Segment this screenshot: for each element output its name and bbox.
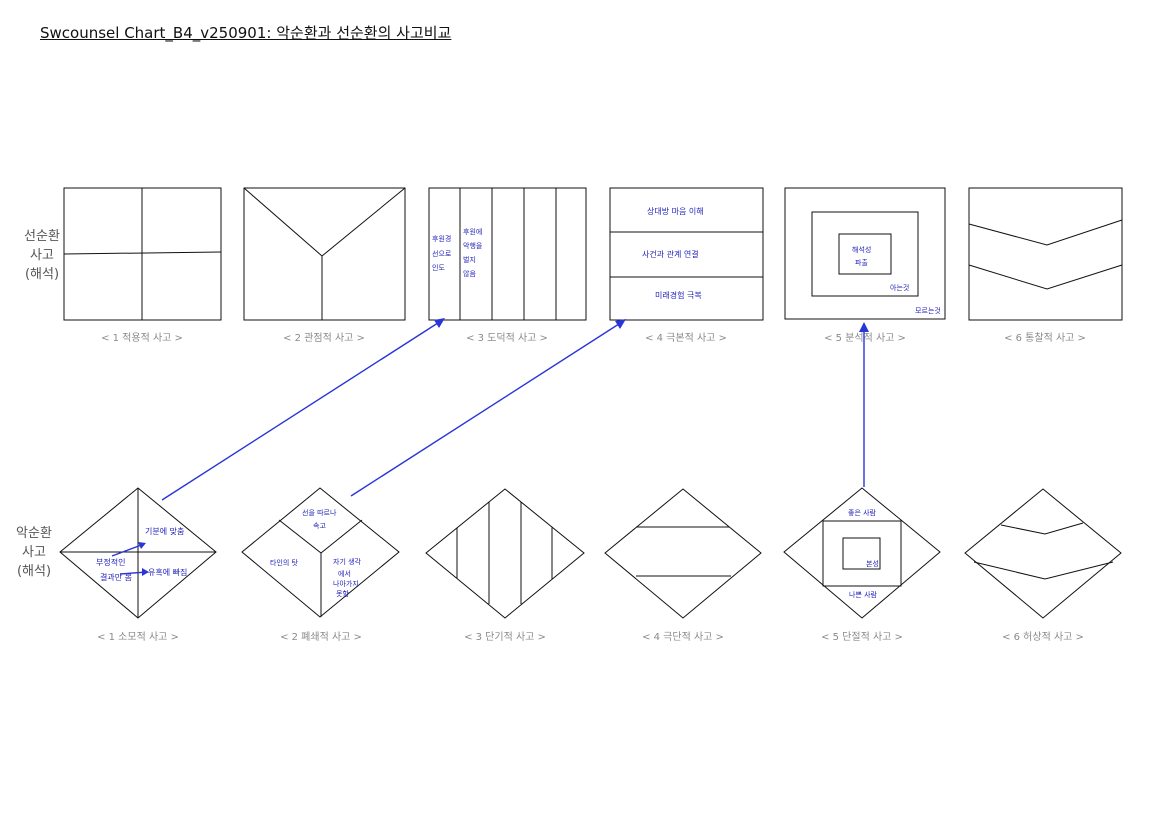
top-shape-6 — [968, 187, 1123, 321]
top-row-label: 선순환 사고 (해석) — [12, 227, 72, 284]
bottom-shape-6-chevron-1 — [1000, 522, 1084, 535]
top-shape-6-chevron-2 — [968, 264, 1123, 290]
bottom-1-inner-arrow-2-head — [142, 568, 149, 576]
bottom-shape-1: 기분에 맞춤 부정적인 결과만 봄 유혹에 빠짐 — [59, 487, 217, 619]
bottom-1-note-right: 유혹에 빠짐 — [148, 567, 187, 577]
top-shape-5-outer-frame — [784, 187, 946, 320]
top-3-note-col2-line-3: 벌지 — [463, 255, 476, 264]
top-shape-2-v-lines — [243, 187, 406, 257]
top-shape-2 — [243, 187, 406, 321]
bottom-5-note-bottom: 나쁜 사람 — [849, 590, 878, 599]
top-shape-5-inner-frame — [838, 233, 892, 275]
bottom-shape-2-diamond — [241, 487, 400, 618]
top-caption-4: < 4 극본적 사고 > — [645, 332, 727, 344]
bottom-shape-2: 선을 따르나 속고 타인의 탓 자기 생각 에서 나아가지 못함 — [241, 487, 400, 618]
top-row-label-line-2: 사고 — [30, 248, 54, 263]
top-shape-6-frame — [968, 187, 1123, 321]
top-caption-3: < 3 도덕적 사고 > — [466, 332, 548, 344]
arrow-bottom5-to-top5-head — [859, 322, 869, 332]
bottom-5-note-top: 좋은 사람 — [848, 508, 877, 517]
bottom-1-inner-arrow-1-head — [138, 542, 146, 549]
top-caption-1: < 1 적용적 사고 > — [101, 332, 183, 344]
bottom-2-note-left: 타인의 탓 — [270, 558, 299, 567]
top-row-label-line-3: (해석) — [24, 267, 60, 282]
bottom-1-inner-arrows — [111, 542, 149, 576]
bottom-shape-5-diamond — [783, 487, 941, 619]
top-shape-2-frame — [243, 187, 406, 321]
top-5-note-middle: 아는것 — [890, 283, 909, 292]
bottom-row-label: 악순환 사고 (해석) — [4, 524, 64, 581]
top-shape-6-chevron-1 — [968, 219, 1123, 246]
bottom-shape-5: 좋은 사람 본성 나쁜 사람 — [783, 487, 941, 619]
top-3-note-col2-line-2: 악행을 — [463, 241, 483, 250]
bottom-1-note-lower-line-1: 부정적인 — [96, 557, 125, 567]
bottom-shape-6-chevron-2 — [973, 561, 1114, 580]
bottom-row-label-line-3: (해석) — [16, 564, 52, 579]
bottom-shape-6 — [964, 488, 1122, 619]
top-4-note-band-3: 미래경험 극복 — [655, 290, 702, 300]
top-5-note-inner-line-2: 파출 — [855, 258, 868, 267]
arrow-bottom2-to-top4-head — [615, 319, 626, 329]
top-shape-1-horizontal-line — [63, 251, 222, 255]
bottom-2-note-right-line-2: 에서 — [338, 569, 351, 578]
top-3-note-col2-line-4: 않음 — [463, 269, 476, 278]
page-title: Swcounsel Chart_B4_v250901: 악순환과 선순환의 사고… — [40, 24, 452, 42]
top-shape-4: 상대방 마음 이해 사건과 관계 연결 미래경험 극복 — [609, 187, 764, 321]
top-caption-5: < 5 분석적 사고 > — [824, 332, 906, 344]
top-caption-6: < 6 통찰적 사고 > — [1004, 332, 1086, 344]
bottom-shape-4 — [604, 488, 762, 619]
top-3-note-col2-line-1: 후원에 — [463, 227, 482, 236]
top-shape-4-frame — [609, 187, 764, 321]
arrow-bottom2-to-top4-line — [350, 321, 623, 497]
bottom-2-note-right-line-4: 못함 — [336, 589, 349, 598]
bottom-1-inner-arrow-1 — [111, 543, 145, 557]
top-3-note-col1-line-1: 후원경 — [432, 234, 451, 243]
bottom-2-note-right-line-3: 나아가지 — [333, 579, 359, 588]
bottom-caption-5: < 5 단절적 사고 > — [821, 630, 903, 643]
top-3-note-col1-line-2: 선으로 — [432, 249, 452, 258]
arrow-bottom1-to-top3 — [161, 318, 445, 501]
bottom-shape-5-inner-frame — [842, 537, 881, 570]
top-shape-3-frame — [428, 187, 587, 321]
bottom-5-note-inner: 본성 — [866, 559, 879, 568]
top-4-note-band-1: 상대방 마음 이해 — [647, 206, 704, 216]
top-shape-5-middle-frame — [811, 211, 919, 297]
bottom-caption-3: < 3 단기적 사고 > — [464, 631, 546, 643]
bottom-shape-3 — [425, 488, 585, 619]
top-shape-3: 후원경 선으로 인도 후원에 악행을 벌지 않음 — [428, 187, 587, 321]
arrow-bottom1-to-top3-head — [434, 318, 445, 328]
bottom-row-label-line-2: 사고 — [22, 545, 46, 560]
bottom-caption-1: < 1 소모적 사고 > — [97, 631, 179, 643]
bottom-shape-4-diamond — [604, 488, 762, 619]
bottom-2-note-top-line-1: 선을 따르나 — [302, 508, 337, 517]
bottom-shape-6-diamond — [964, 488, 1122, 619]
top-row-label-line-1: 선순환 — [24, 229, 60, 244]
bottom-1-note-upper: 기분에 맞춤 — [145, 526, 184, 536]
bottom-1-note-lower-line-2: 결과만 봄 — [100, 572, 132, 582]
top-shape-1 — [63, 187, 222, 321]
bottom-2-note-right-line-1: 자기 생각 — [333, 557, 362, 566]
bottom-caption-6: < 6 허상적 사고 > — [1002, 631, 1084, 643]
bottom-caption-4: < 4 극단적 사고 > — [642, 631, 724, 643]
arrow-bottom2-to-top4 — [350, 319, 626, 497]
bottom-caption-2: < 2 폐쇄적 사고 > — [280, 631, 362, 643]
top-caption-2: < 2 관점적 사고 > — [283, 332, 365, 344]
bottom-shape-5-middle-frame — [822, 520, 902, 587]
top-5-note-inner-line-1: 해석성 — [852, 245, 871, 254]
bottom-row-label-line-1: 악순환 — [16, 526, 52, 541]
top-3-note-col1-line-3: 인도 — [432, 263, 445, 272]
top-shape-5: 해석성 파출 아는것 모르는것 — [784, 187, 946, 320]
bottom-2-note-top-line-2: 속고 — [313, 522, 326, 530]
arrow-bottom1-to-top3-line — [161, 320, 442, 501]
top-4-note-band-2: 사건과 관계 연결 — [642, 249, 699, 259]
arrow-bottom5-to-top5 — [859, 322, 869, 487]
bottom-shape-3-diamond — [425, 488, 585, 619]
top-5-note-outer: 모르는것 — [915, 306, 941, 315]
